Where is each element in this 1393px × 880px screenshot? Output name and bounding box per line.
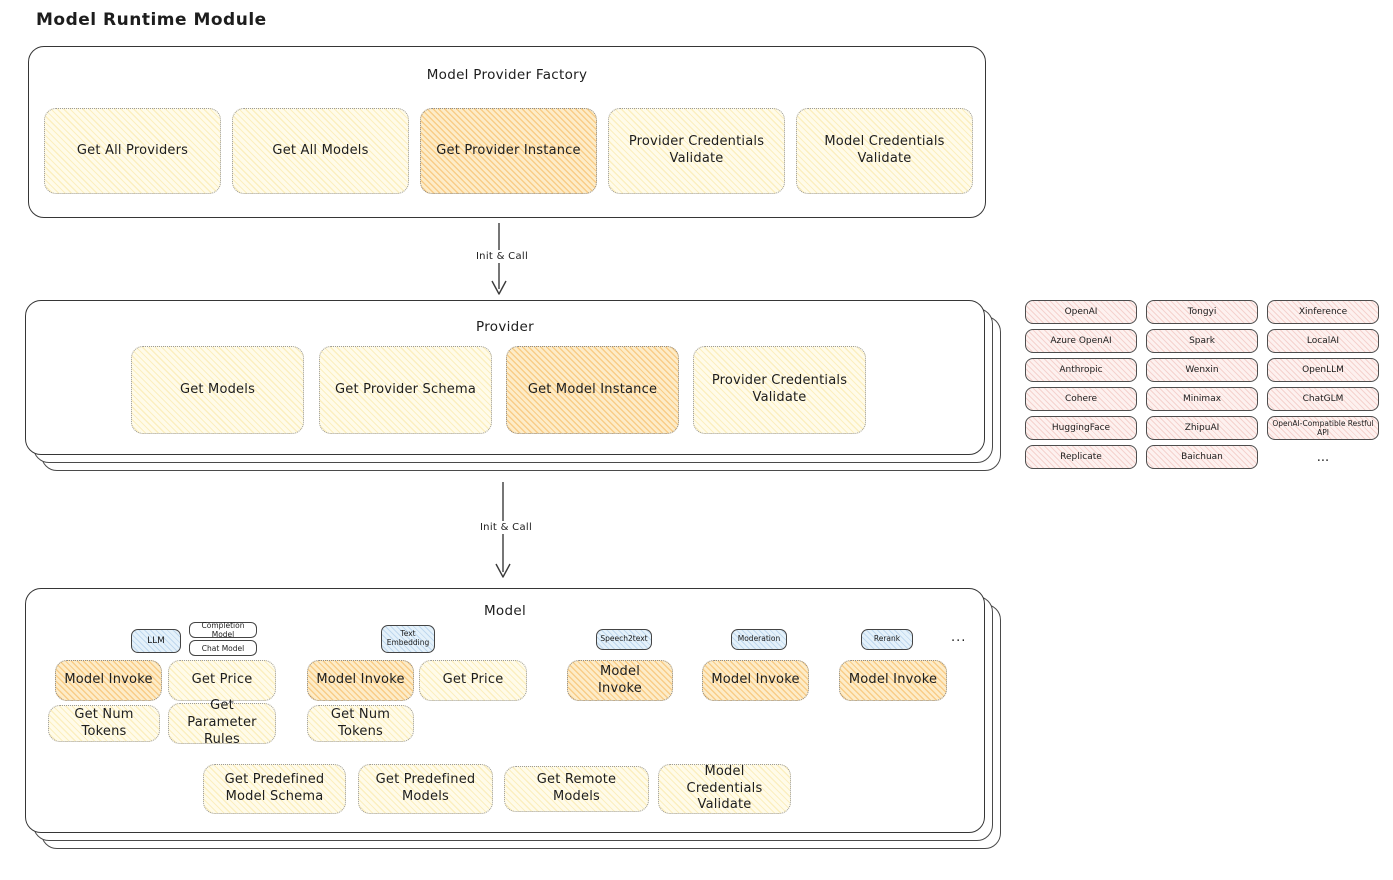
- tag-chat-model: Chat Model: [189, 640, 257, 656]
- provider-tag-azure-openai: Azure OpenAI: [1025, 329, 1137, 353]
- model-title: Model: [483, 603, 527, 619]
- tag-completion-model: Completion Model: [189, 621, 257, 639]
- node-get-all-models: Get All Models: [232, 108, 409, 194]
- node-model-invoke-llm: Model Invoke: [55, 660, 162, 701]
- node-model-invoke-moderation: Model Invoke: [702, 660, 809, 701]
- node-get-model-instance: Get Model Instance: [506, 346, 679, 434]
- node-get-parameter-rules: Get Parameter Rules: [168, 698, 276, 747]
- node-get-predefined-model-schema: Get Predefined Model Schema: [203, 764, 346, 814]
- node-get-provider-schema: Get Provider Schema: [319, 346, 492, 434]
- provider-list: OpenAI Tongyi Xinference Azure OpenAI Sp…: [1025, 300, 1379, 469]
- node-get-remote-models: Get Remote Models: [504, 766, 649, 812]
- provider-tag-wenxin: Wenxin: [1146, 358, 1258, 382]
- node-model-invoke-speech2text: Model Invoke: [567, 660, 673, 701]
- provider-tag-zhipuai: ZhipuAI: [1146, 416, 1258, 440]
- provider-tag-minimax: Minimax: [1146, 387, 1258, 411]
- node-get-price-llm: Get Price: [168, 660, 276, 701]
- tag-llm: LLM: [131, 629, 181, 653]
- provider-tag-xinference: Xinference: [1267, 300, 1379, 324]
- provider-tag-cohere: Cohere: [1025, 387, 1137, 411]
- factory-title: Model Provider Factory: [426, 67, 588, 83]
- tag-speech2text: Speech2text: [596, 629, 652, 650]
- provider-list-ellipsis: ...: [1316, 449, 1330, 465]
- node-get-predefined-models: Get Predefined Models: [358, 764, 493, 814]
- arrow-label-init-call-1: Init & Call: [454, 250, 550, 263]
- node-model-invoke-rerank: Model Invoke: [839, 660, 947, 701]
- node-get-num-tokens-embedding: Get Num Tokens: [307, 705, 414, 742]
- provider-tag-tongyi: Tongyi: [1146, 300, 1258, 324]
- provider-tag-chatglm: ChatGLM: [1267, 387, 1379, 411]
- provider-tag-replicate: Replicate: [1025, 445, 1137, 469]
- node-get-num-tokens-llm: Get Num Tokens: [48, 705, 160, 742]
- tag-moderation: Moderation: [731, 629, 787, 650]
- node-model-credentials-validate-2: Model Credentials Validate: [658, 764, 791, 814]
- provider-tag-spark: Spark: [1146, 329, 1258, 353]
- node-model-credentials-validate: Model Credentials Validate: [796, 108, 973, 194]
- node-model-invoke-embedding: Model Invoke: [307, 660, 414, 701]
- provider-tag-openai: OpenAI: [1025, 300, 1137, 324]
- provider-box: Provider Get Models Get Provider Schema …: [25, 300, 985, 455]
- model-box: Model LLM Completion Model Chat Model Te…: [25, 588, 985, 833]
- node-get-price-embedding: Get Price: [419, 660, 527, 701]
- provider-tag-anthropic: Anthropic: [1025, 358, 1137, 382]
- page-title: Model Runtime Module: [36, 10, 267, 30]
- tag-text-embedding: Text Embedding: [381, 625, 435, 653]
- node-get-provider-instance: Get Provider Instance: [420, 108, 597, 194]
- provider-tag-openllm: OpenLLM: [1267, 358, 1379, 382]
- provider-tag-openai-compatible: OpenAI-Compatible Restful API: [1267, 416, 1379, 440]
- provider-tag-huggingface: HuggingFace: [1025, 416, 1137, 440]
- arrow-label-init-call-2: Init & Call: [458, 521, 554, 534]
- provider-tag-baichuan: Baichuan: [1146, 445, 1258, 469]
- factory-box: Model Provider Factory Get All Providers…: [28, 46, 986, 218]
- node-get-all-providers: Get All Providers: [44, 108, 221, 194]
- node-provider-credentials-validate: Provider Credentials Validate: [608, 108, 785, 194]
- node-provider-credentials-validate-2: Provider Credentials Validate: [693, 346, 866, 434]
- provider-tag-localai: LocalAI: [1267, 329, 1379, 353]
- provider-title: Provider: [476, 319, 534, 335]
- tag-rerank: Rerank: [861, 629, 913, 650]
- model-types-ellipsis: ...: [951, 630, 967, 645]
- node-get-models: Get Models: [131, 346, 304, 434]
